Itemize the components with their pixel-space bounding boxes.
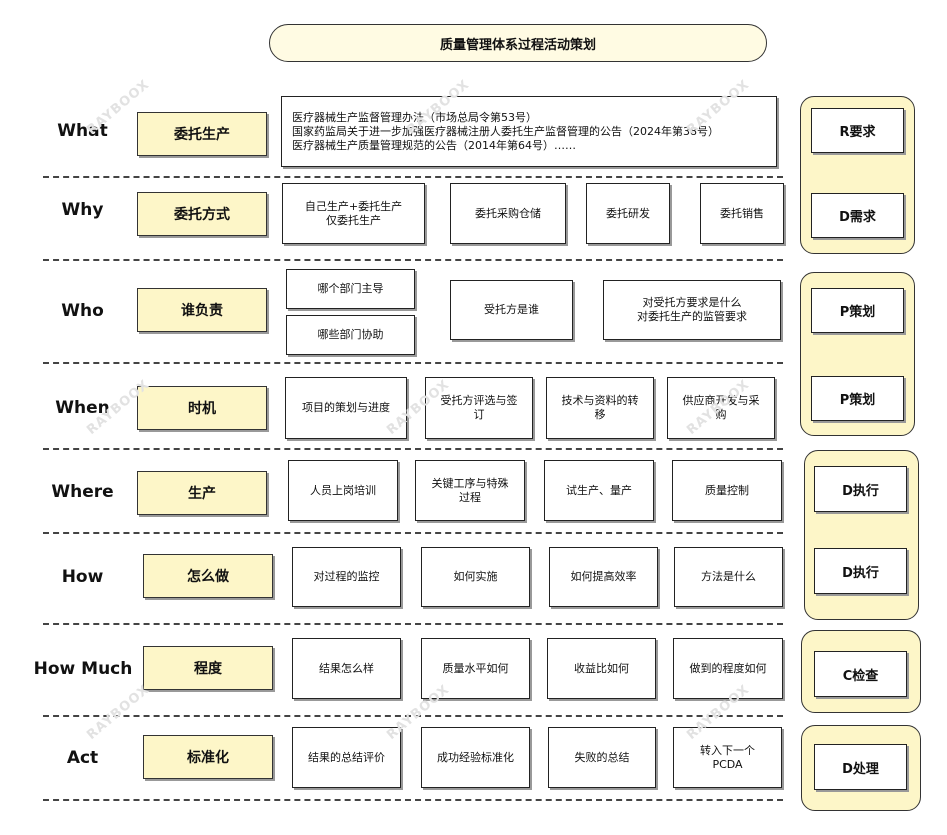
row-separator — [43, 623, 783, 625]
category-box-what: 委托生产 — [137, 112, 267, 156]
phase-box-a: D处理 — [814, 744, 907, 790]
why-box-1: 自己生产+委托生产 仅委托生产 — [282, 183, 425, 244]
row-label-how: How — [61, 567, 104, 587]
phase-box-d-demand: D需求 — [811, 193, 904, 238]
row-label-what: What — [57, 121, 108, 141]
phase-box-r: R要求 — [811, 108, 904, 153]
where-box-3: 试生产、量产 — [544, 460, 654, 521]
phase-box-p-1: P策划 — [811, 288, 904, 333]
why-box-3: 委托研发 — [586, 183, 670, 244]
row-label-why: Why — [61, 200, 104, 220]
where-box-4: 质量控制 — [672, 460, 782, 521]
why-box-2: 委托采购仓储 — [450, 183, 566, 244]
how-much-box-2: 质量水平如何 — [421, 638, 530, 699]
who-box-3: 受托方是谁 — [450, 280, 573, 340]
category-box-when: 时机 — [137, 386, 267, 430]
row-separator — [43, 799, 783, 801]
row-label-who: Who — [61, 301, 104, 321]
regulation-list-box: 医疗器械生产监督管理办法（市场总局令第53号） 国家药监局关于进一步加强医疗器械… — [281, 96, 777, 167]
row-separator — [43, 362, 783, 364]
who-box-4: 对受托方要求是什么 对委托生产的监管要求 — [603, 280, 781, 340]
how-box-4: 方法是什么 — [674, 547, 783, 607]
category-box-act: 标准化 — [143, 735, 273, 779]
row-label-where: Where — [51, 482, 114, 502]
how-box-3: 如何提高效率 — [549, 547, 658, 607]
category-box-why: 委托方式 — [137, 192, 267, 236]
who-box-1: 哪个部门主导 — [286, 269, 415, 309]
row-label-when: When — [55, 398, 110, 418]
category-box-how-much: 程度 — [143, 646, 273, 690]
category-box-who: 谁负责 — [137, 288, 267, 332]
category-box-where: 生产 — [137, 471, 267, 515]
phase-box-p-2: P策划 — [811, 376, 904, 421]
row-separator — [43, 448, 783, 450]
diagram-title: 质量管理体系过程活动策划 — [269, 24, 767, 62]
phase-box-c: C检查 — [814, 651, 907, 697]
regulation-list-text: 医疗器械生产监督管理办法（市场总局令第53号） 国家药监局关于进一步加强医疗器械… — [292, 110, 719, 152]
act-box-3: 失败的总结 — [548, 727, 656, 788]
phase-box-d-exec-1: D执行 — [814, 466, 907, 512]
who-box-2: 哪些部门协助 — [286, 315, 415, 355]
category-box-how: 怎么做 — [143, 554, 273, 598]
how-box-2: 如何实施 — [421, 547, 530, 607]
how-much-box-3: 收益比如何 — [547, 638, 656, 699]
row-label-act: Act — [66, 748, 99, 768]
how-much-box-4: 做到的程度如何 — [673, 638, 783, 699]
row-separator — [43, 259, 783, 261]
how-box-1: 对过程的监控 — [292, 547, 401, 607]
where-box-1: 人员上岗培训 — [288, 460, 398, 521]
row-label-how-much: How Much — [33, 659, 133, 679]
act-box-1: 结果的总结评价 — [292, 727, 401, 788]
how-much-box-1: 结果怎么样 — [292, 638, 401, 699]
row-separator — [43, 176, 783, 178]
phase-box-d-exec-2: D执行 — [814, 548, 907, 594]
row-separator — [43, 532, 783, 534]
act-box-4: 转入下一个 PCDA — [673, 727, 782, 788]
when-box-3: 技术与资料的转 移 — [546, 377, 654, 439]
row-separator — [43, 715, 783, 717]
watermark: RAYBOOX — [84, 682, 153, 743]
why-box-4: 委托销售 — [700, 183, 784, 244]
when-box-1: 项目的策划与进度 — [285, 377, 407, 439]
where-box-2: 关键工序与特殊 过程 — [415, 460, 525, 521]
act-box-2: 成功经验标准化 — [421, 727, 530, 788]
when-box-2: 受托方评选与签 订 — [425, 377, 533, 439]
when-box-4: 供应商开发与采 购 — [667, 377, 775, 439]
